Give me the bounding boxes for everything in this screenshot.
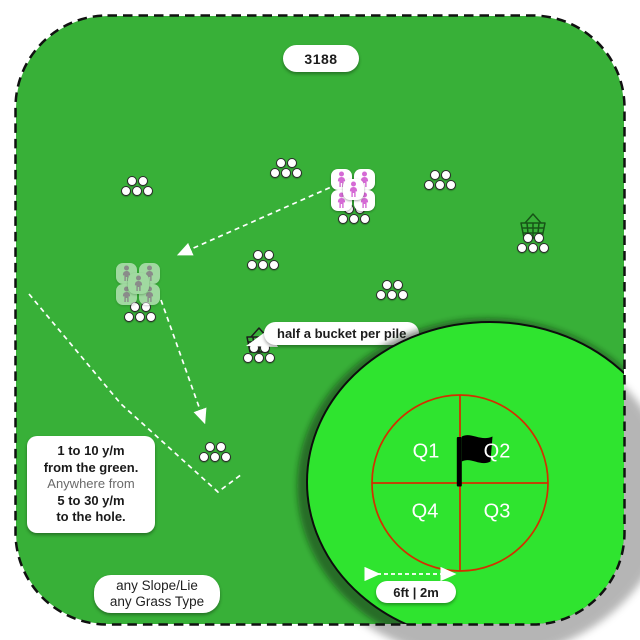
scale-label: 6ft | 2m <box>376 581 456 603</box>
quadrant-label-q1: Q1 <box>412 440 440 463</box>
scale-text: 6ft | 2m <box>393 584 439 600</box>
practice-field: 3188 half a bucket per pile 1 to 10 y/m … <box>16 16 624 624</box>
quadrant-label-q2: Q2 <box>483 440 511 463</box>
quadrant-label-q3: Q3 <box>483 500 511 523</box>
quadrant-label-q4: Q4 <box>411 500 439 523</box>
quadrant-labels: Q1 Q2 Q3 Q4 6ft | 2m <box>16 16 624 624</box>
